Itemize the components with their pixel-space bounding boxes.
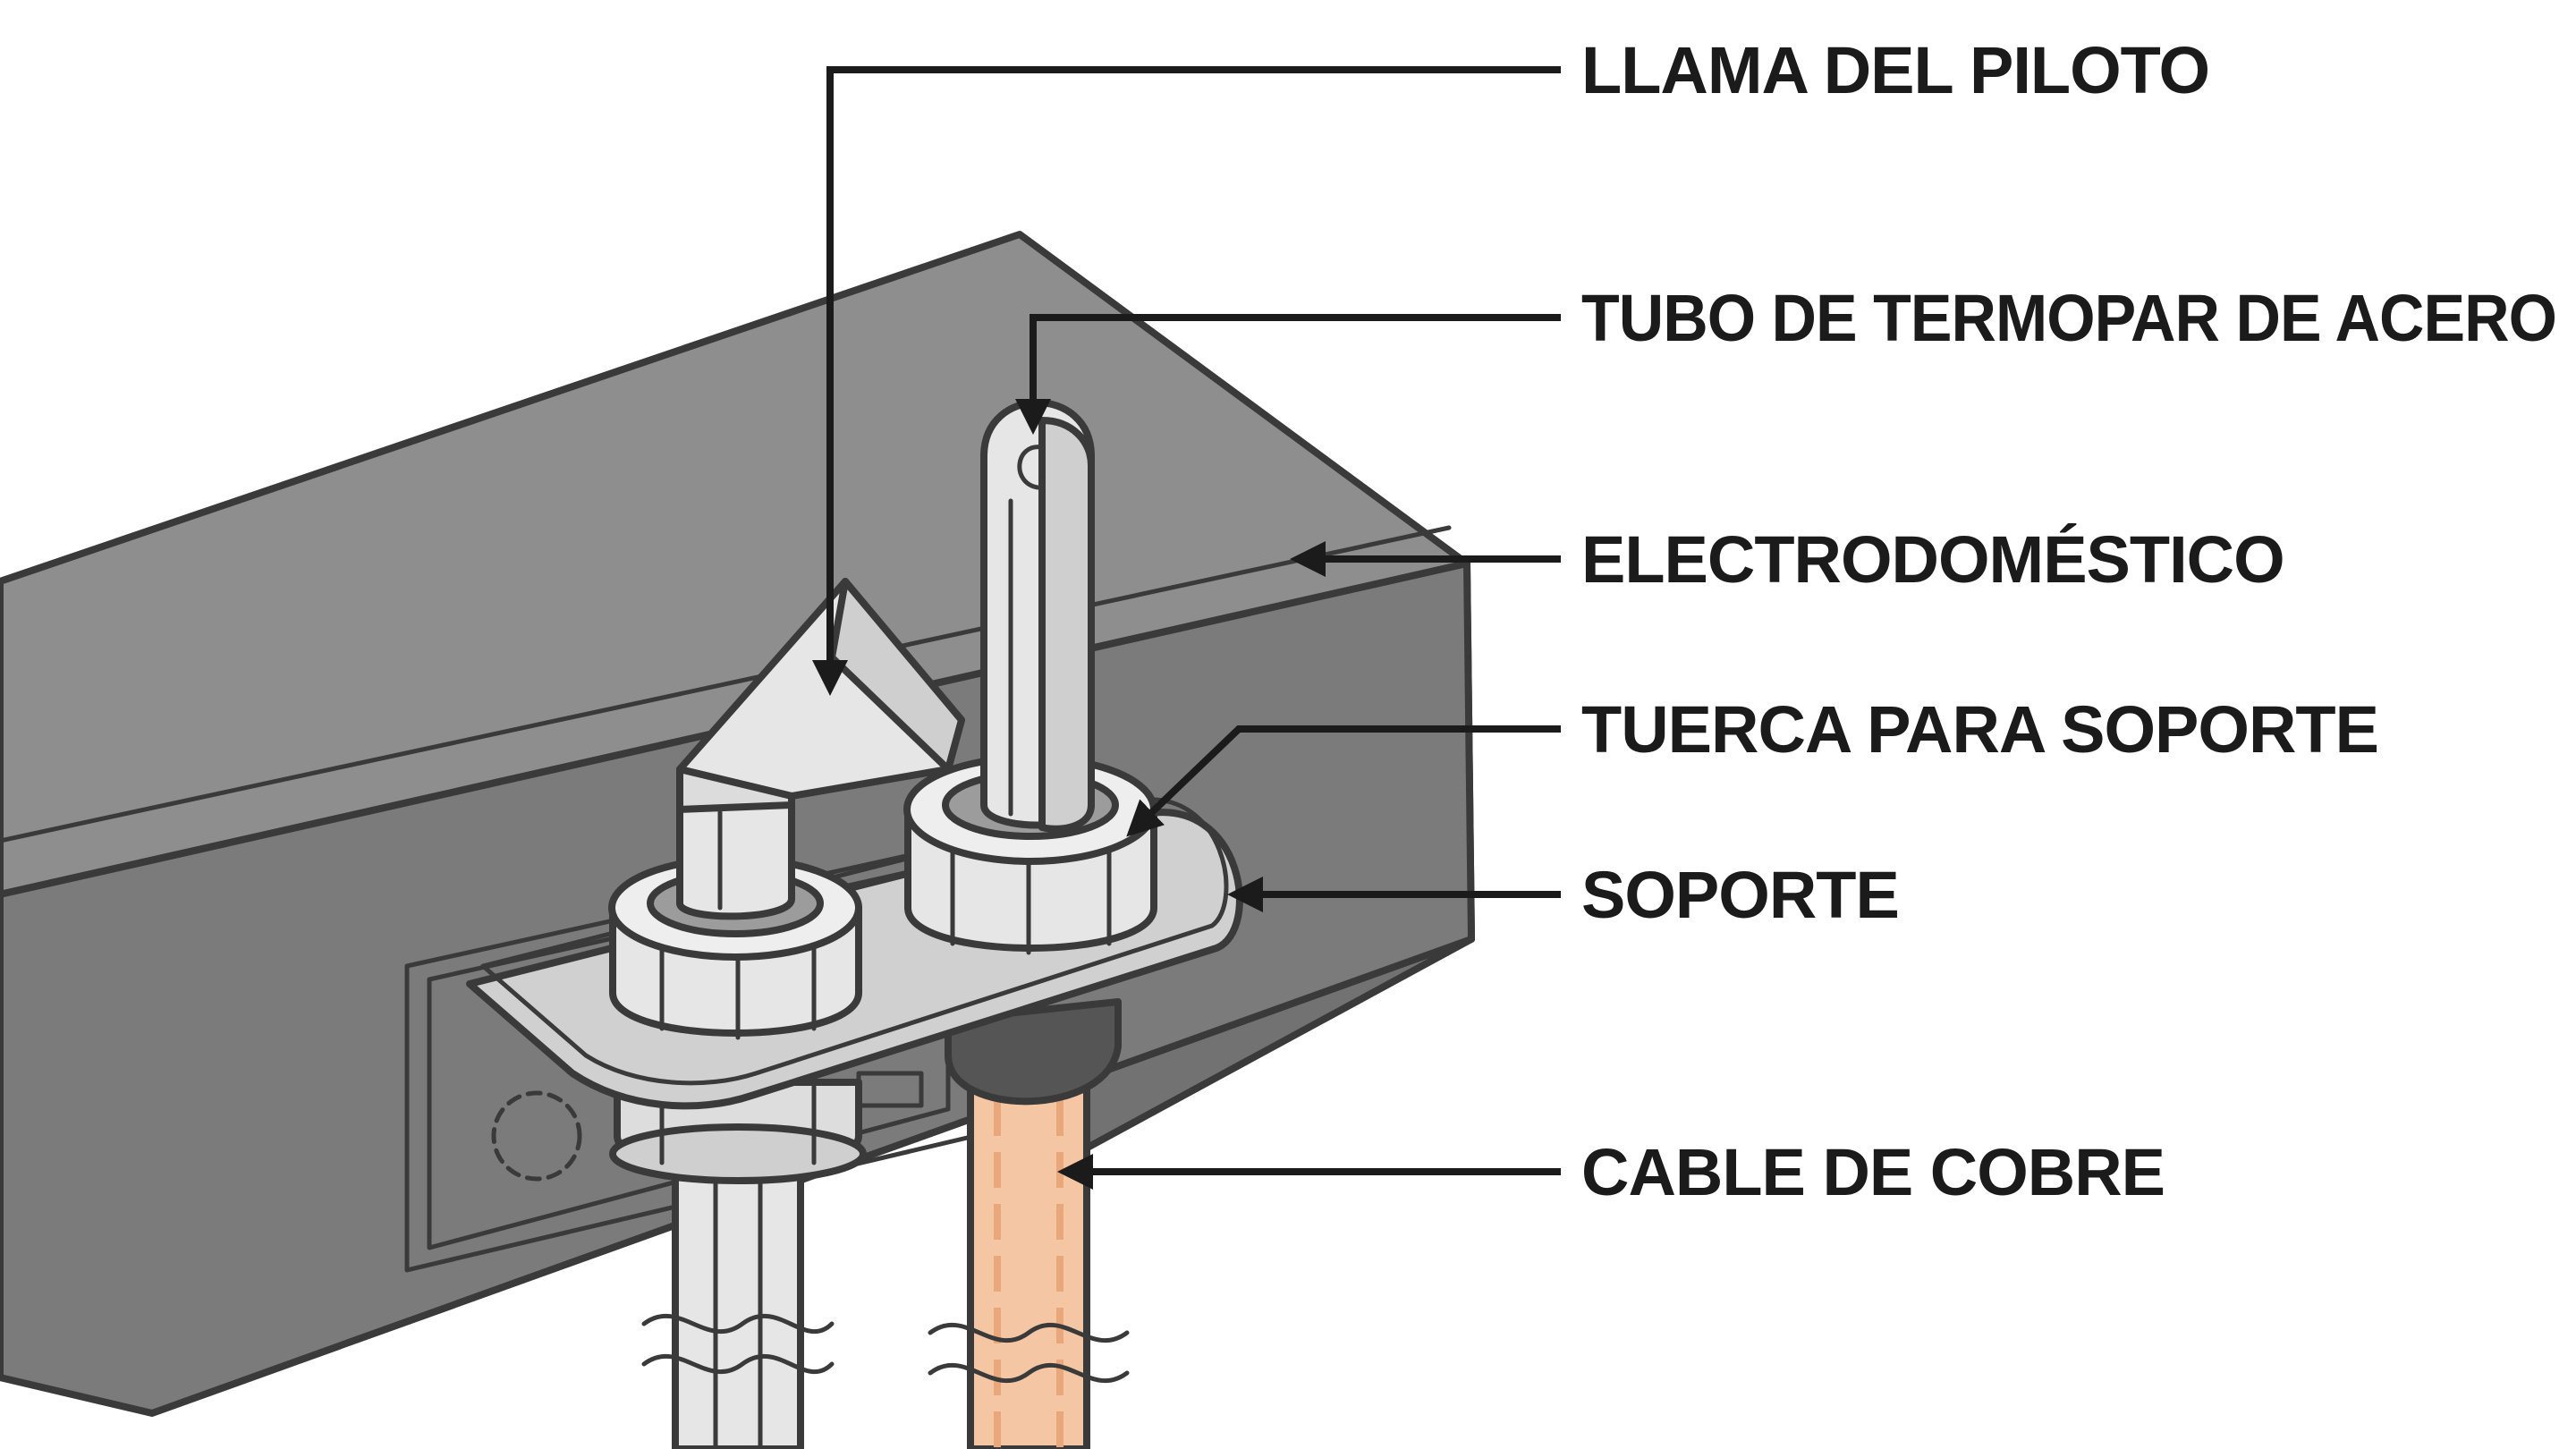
label-bracket: SOPORTE (1581, 858, 1899, 932)
leader-steel-tube (1015, 314, 1561, 435)
label-bracket-nut: TUERCA PARA SOPORTE (1581, 692, 2378, 767)
label-appliance: ELECTRODOMÉSTICO (1581, 522, 2284, 597)
copper-cable (928, 998, 1130, 1449)
thermocouple-assembly (903, 399, 1157, 955)
leader-lines (812, 66, 1561, 1190)
leader-bracket-nut (1126, 725, 1561, 837)
label-copper-cable: CABLE DE COBRE (1581, 1135, 2165, 1209)
leader-pilot-flame (812, 66, 1561, 696)
labels: LLAMA DEL PILOTO TUBO DE TERMOPAR DE ACE… (1581, 33, 2557, 1209)
pilot-gas-tube (609, 1079, 867, 1449)
label-steel-tube: TUBO DE TERMOPAR DE ACERO (1581, 281, 2556, 355)
label-pilot-flame: LLAMA DEL PILOTO (1581, 33, 2209, 107)
